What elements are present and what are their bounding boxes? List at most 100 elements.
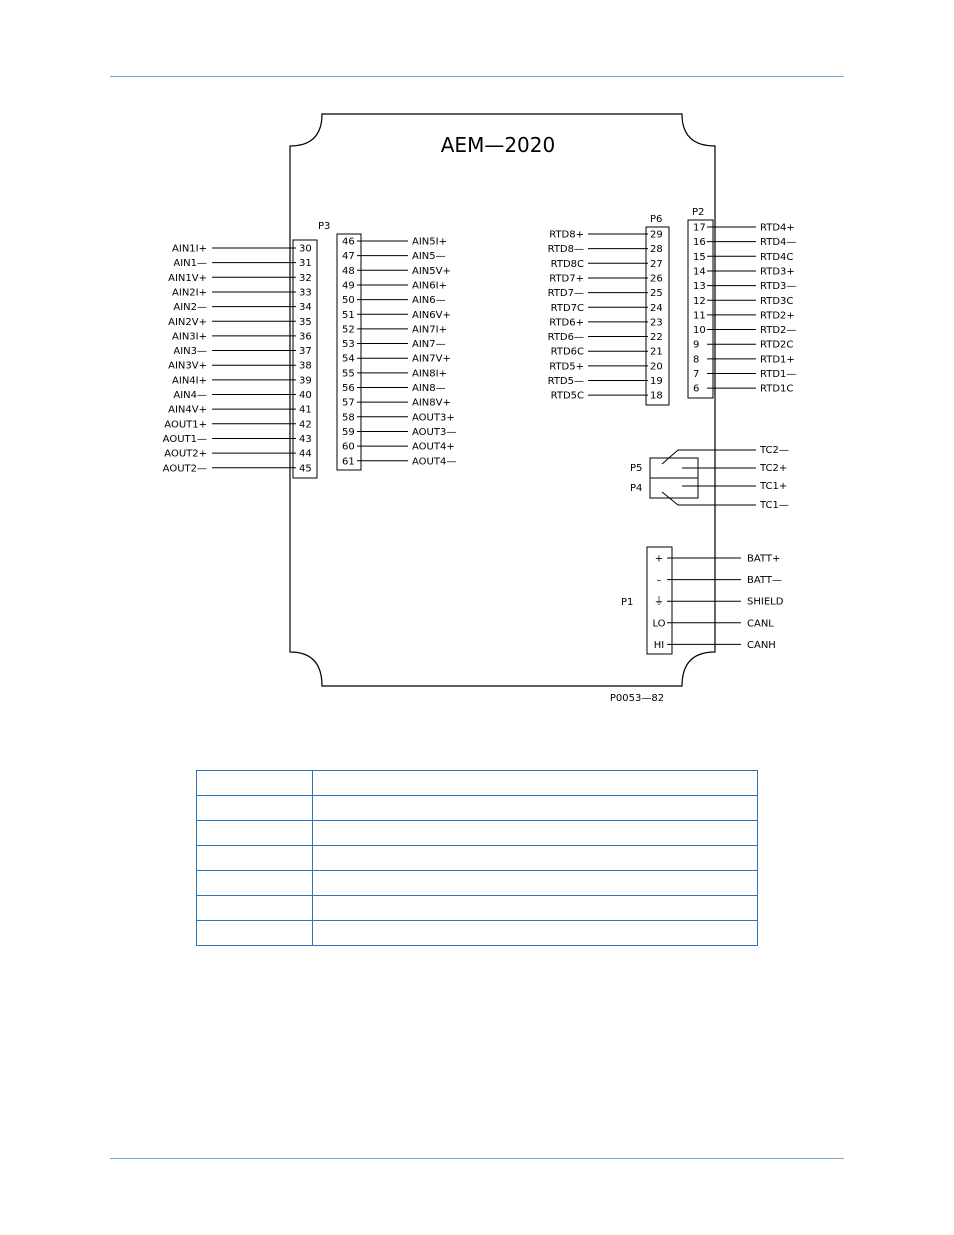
table-cell xyxy=(196,770,313,796)
p2-signal-label: RTD2+ xyxy=(760,310,795,321)
p6-pin-number: 19 xyxy=(650,376,663,387)
p2-pin-number: 12 xyxy=(693,296,706,307)
p3-right-signal-label: AIN6V+ xyxy=(412,310,451,321)
p3-left-signal-label: AIN4V+ xyxy=(168,405,207,416)
p2-signal-label: RTD4— xyxy=(760,237,796,248)
p3-right-signal-label: AIN7— xyxy=(412,339,446,350)
p3-right-pin-number: 55 xyxy=(342,368,355,379)
p3-right-pin-number: 59 xyxy=(342,427,355,438)
p3-right-pin-number: 46 xyxy=(342,237,355,248)
p3-right-signal-label: AIN8I+ xyxy=(412,368,447,379)
table-row xyxy=(196,770,758,796)
p3-right-signal-label: AOUT4— xyxy=(412,456,456,467)
p6-signal-label: RTD6C xyxy=(551,347,584,358)
table-cell xyxy=(196,920,313,946)
p3-right-signal-label: AIN8— xyxy=(412,383,446,394)
p3-right-pin-number: 56 xyxy=(342,383,355,394)
p3-left-signal-label: AOUT2— xyxy=(163,463,207,474)
module-outline xyxy=(289,113,716,687)
p1-pin-number: LO xyxy=(652,618,665,629)
p3-right-pin-number: 47 xyxy=(342,251,355,262)
p2-signal-label: RTD2C xyxy=(760,340,793,351)
p3-left-signal-label: AIN3— xyxy=(173,346,207,357)
p6-signal-label: RTD5— xyxy=(548,376,584,387)
p2-signal-label: RTD4+ xyxy=(760,223,795,234)
p3-left-pins: 30AIN1I+31AIN1—32AIN1V+33AIN2I+34AIN2—35… xyxy=(163,244,312,475)
table-row xyxy=(196,870,758,896)
table-cell xyxy=(312,820,758,846)
p3-left-pin-number: 43 xyxy=(299,434,312,445)
p2-pin-number: 10 xyxy=(693,325,706,336)
p3-left-pin-number: 45 xyxy=(299,463,312,474)
table-cell xyxy=(312,770,758,796)
table-cell xyxy=(196,870,313,896)
table-cell xyxy=(196,895,313,921)
p2-signal-label: RTD3C xyxy=(760,296,793,307)
p1-pin-number: ⏚ xyxy=(654,596,664,608)
p1-pin-number: HI xyxy=(654,640,664,651)
p3-left-signal-label: AIN4— xyxy=(173,390,207,401)
p2-signal-label: RTD4C xyxy=(760,252,793,263)
p2-pin-number: 17 xyxy=(693,223,706,234)
p3-left-signal-label: AOUT1— xyxy=(163,434,207,445)
p6-pin-number: 23 xyxy=(650,317,663,328)
p3-left-block xyxy=(292,239,318,479)
p3-left-signal-label: AOUT2+ xyxy=(164,449,207,460)
p3-left-pin-number: 39 xyxy=(299,375,312,386)
p3-left-pin-number: 42 xyxy=(299,419,312,430)
table-row xyxy=(196,820,758,846)
p3-left-pin-number: 34 xyxy=(299,302,312,313)
p1-signal-label: BATT— xyxy=(747,575,782,586)
p6-block xyxy=(645,226,670,406)
p3-left-pin-number: 35 xyxy=(299,317,312,328)
table-cell xyxy=(196,795,313,821)
p1-signal-label: SHIELD xyxy=(747,597,784,608)
p3-left-pin-number: 36 xyxy=(299,331,312,342)
p1-pin-number: – xyxy=(657,575,662,586)
tc1-minus-label: TC1— xyxy=(759,500,789,511)
legend-table xyxy=(196,770,758,946)
p2-pin-number: 9 xyxy=(693,340,699,351)
p3-left-signal-label: AOUT1+ xyxy=(164,419,207,430)
p6-signal-label: RTD5C xyxy=(551,391,584,402)
table-row xyxy=(196,895,758,921)
tc2-minus-label: TC2— xyxy=(759,445,789,456)
p3-left-pin-number: 30 xyxy=(299,244,312,255)
table-row xyxy=(196,845,758,871)
p3-left-signal-label: AIN4I+ xyxy=(172,375,207,386)
p3-right-pin-number: 54 xyxy=(342,354,355,365)
p3-right-signal-label: AIN6I+ xyxy=(412,280,447,291)
p3-right-signal-label: AIN7I+ xyxy=(412,324,447,335)
p3-label: P3 xyxy=(318,221,330,232)
table-cell xyxy=(312,795,758,821)
header-rule xyxy=(110,76,844,77)
p1-signal-label: CANH xyxy=(747,640,776,651)
thermocouple-wires xyxy=(661,449,756,506)
p2-signal-label: RTD1— xyxy=(760,369,796,380)
tc2-plus-label: TC2+ xyxy=(759,463,787,474)
p6-pin-number: 25 xyxy=(650,288,663,299)
table-cell xyxy=(312,845,758,871)
table-cell xyxy=(196,820,313,846)
p3-right-signal-label: AIN5V+ xyxy=(412,266,451,277)
p2-pin-number: 16 xyxy=(693,237,706,248)
p1-pin-number: + xyxy=(655,554,663,565)
p6-signal-label: RTD8— xyxy=(548,244,584,255)
p6-pin-number: 20 xyxy=(650,361,663,372)
p3-left-signal-label: AIN2I+ xyxy=(172,287,207,298)
p6-signal-label: RTD7— xyxy=(548,288,584,299)
table-cell xyxy=(312,870,758,896)
p3-left-signal-label: AIN1V+ xyxy=(168,273,207,284)
p3-left-pin-number: 38 xyxy=(299,361,312,372)
p3-left-pin-number: 32 xyxy=(299,273,312,284)
p2-pin-number: 11 xyxy=(693,310,706,321)
p6-pin-number: 21 xyxy=(650,347,663,358)
p2-label: P2 xyxy=(692,207,704,218)
p3-right-block xyxy=(336,233,362,471)
p6-signal-label: RTD7C xyxy=(551,303,584,314)
p2-signal-label: RTD1C xyxy=(760,384,793,395)
p6-signal-label: RTD6— xyxy=(548,332,584,343)
p3-right-pin-number: 50 xyxy=(342,295,355,306)
